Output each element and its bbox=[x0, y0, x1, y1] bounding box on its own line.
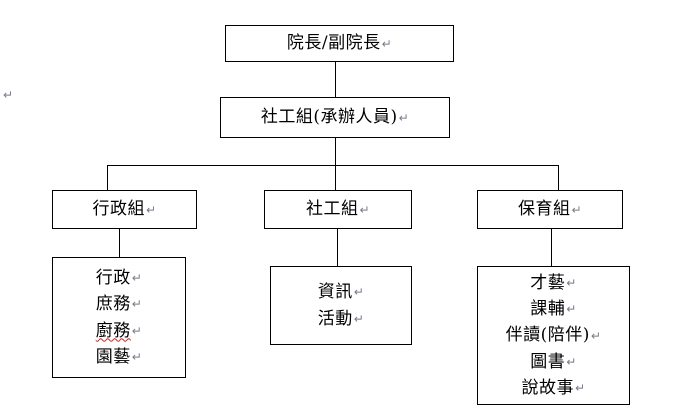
connector-bus-to-socialwork bbox=[335, 165, 336, 190]
node-socialwork-items: 資訊↵ 活動↵ bbox=[270, 266, 412, 345]
node-socialwork-group: 社工組↵ bbox=[264, 190, 412, 229]
node-childcare-items-line-4: 說故事↵ bbox=[521, 378, 586, 399]
paragraph-mark: ↵ bbox=[131, 297, 143, 312]
paragraph-mark: ↵ bbox=[353, 285, 365, 300]
node-socialwork-items-line-0: 資訊↵ bbox=[317, 282, 365, 303]
node-admin-items-line-3: 園藝↵ bbox=[95, 346, 143, 367]
paragraph-mark: ↵ bbox=[131, 323, 143, 338]
paragraph-mark: ↵ bbox=[353, 311, 365, 326]
node-socialwork-hq-line-0: 社工組(承辦人員)↵ bbox=[260, 107, 410, 128]
connector-bus-to-childcare bbox=[558, 165, 559, 190]
misspelled-text: 廚務 bbox=[95, 320, 131, 341]
paragraph-mark: ↵ bbox=[381, 36, 393, 51]
node-childcare-items-line-0: 才藝↵ bbox=[530, 272, 577, 293]
paragraph-mark: ↵ bbox=[131, 271, 143, 286]
node-childcare-line-0: 保育組↵ bbox=[517, 199, 583, 220]
node-director: 院長/副院長↵ bbox=[225, 25, 454, 62]
node-socialwork-items-line-1: 活動↵ bbox=[317, 308, 365, 329]
node-childcare-items-line-1: 課輔↵ bbox=[530, 298, 577, 319]
paragraph-mark: ↵ bbox=[398, 110, 410, 125]
connector-director-to-hq bbox=[335, 61, 336, 97]
connector-bus-to-admin bbox=[107, 165, 108, 190]
connector-socialwork-to-items bbox=[337, 229, 338, 266]
node-admin-items: 行政↵ 庶務↵ 廚務↵ 園藝↵ bbox=[52, 257, 186, 378]
node-childcare-items-line-3: 圖書↵ bbox=[530, 351, 577, 372]
connector-hq-to-bus bbox=[335, 138, 336, 165]
connector-bus bbox=[107, 165, 559, 166]
node-admin-items-line-2: 廚務↵ bbox=[96, 318, 143, 344]
node-childcare-items: 才藝↵ 課輔↵ 伴讀(陪伴)↵ 圖書↵ 說故事↵ bbox=[477, 266, 630, 405]
paragraph-mark: ↵ bbox=[574, 381, 586, 396]
paragraph-mark: ↵ bbox=[131, 350, 143, 365]
node-childcare-group: 保育組↵ bbox=[477, 190, 623, 229]
node-admin-line-0: 行政組↵ bbox=[92, 199, 157, 220]
node-director-line-0: 院長/副院長↵ bbox=[286, 33, 393, 54]
paragraph-mark: ↵ bbox=[566, 354, 577, 369]
node-admin-items-line-1: 庶務↵ bbox=[95, 294, 143, 315]
margin-paragraph-mark: ↵ bbox=[3, 88, 14, 102]
connector-admin-to-items bbox=[119, 229, 120, 257]
node-admin-items-line-0: 行政↵ bbox=[95, 267, 143, 288]
paragraph-mark: ↵ bbox=[566, 302, 577, 317]
node-socialwork-hq: 社工組(承辦人員)↵ bbox=[220, 97, 450, 138]
paragraph-mark: ↵ bbox=[571, 202, 583, 217]
paragraph-mark: ↵ bbox=[566, 275, 577, 290]
paragraph-mark: ↵ bbox=[590, 328, 602, 343]
node-childcare-items-line-2: 伴讀(陪伴)↵ bbox=[505, 325, 602, 346]
paragraph-mark: ↵ bbox=[359, 202, 371, 217]
paragraph-mark: ↵ bbox=[145, 202, 157, 217]
connector-childcare-to-items bbox=[551, 229, 552, 266]
node-admin-group: 行政組↵ bbox=[52, 190, 197, 229]
node-socialwork-line-0: 社工組↵ bbox=[305, 199, 371, 220]
